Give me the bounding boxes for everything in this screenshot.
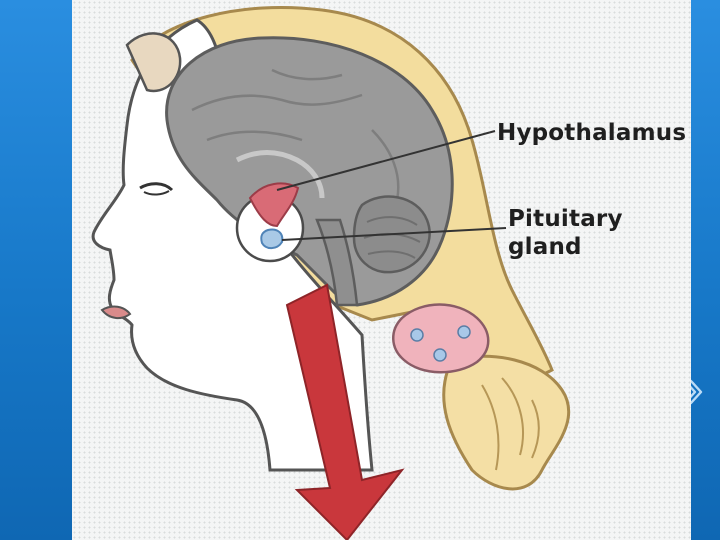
head-illustration	[72, 0, 691, 540]
head-anatomy-figure: Hypothalamus Pituitary gland	[72, 0, 691, 540]
hair-tie	[393, 305, 488, 373]
pituitary-label-line2: gland	[508, 235, 582, 260]
hypothalamus-label: Hypothalamus	[497, 121, 686, 146]
pituitary-label-line1: Pituitary	[508, 207, 623, 232]
ponytail	[444, 356, 569, 489]
pituitary-region	[261, 230, 282, 249]
